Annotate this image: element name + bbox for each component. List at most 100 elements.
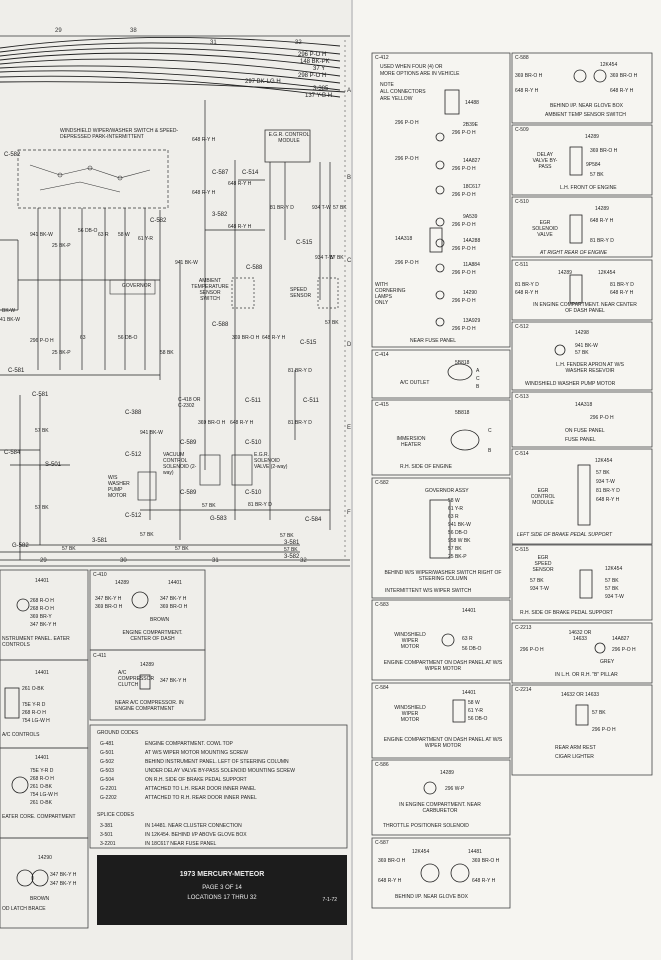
ground-label: G-583 (210, 516, 227, 522)
splice-code: 3-381 (100, 823, 113, 829)
color-label: BROWN (30, 896, 50, 902)
part-code: 14401 (462, 608, 476, 614)
wire-label: 296 P-O H (395, 120, 419, 126)
location-caption: REAR ARM REST (555, 745, 596, 751)
ground-description: BEHIND INSTRUMENT PANEL. LEFT OF STEERIN… (145, 759, 289, 765)
splice-codes-header: SPLICE CODES (97, 812, 134, 818)
bus-label: 37 Y (313, 66, 326, 72)
wire-label: 369 BR-O H (515, 73, 543, 79)
component-caption: THROTTLE POSITIONER SOLENOID (383, 823, 469, 829)
wire-label: BK-W (2, 308, 16, 314)
wire-label: 648 R-Y H (228, 224, 252, 230)
connector-label: C-581 (32, 392, 49, 398)
wire-label: 648 R-Y H (610, 290, 634, 296)
note-text: USED WHEN FOUR (4) OR (380, 64, 443, 70)
wire-label: 296 P-O H (452, 166, 476, 172)
note-text: WITH CORNERING LAMPS ONLY (375, 282, 406, 306)
wire-label: 14A318 (395, 236, 413, 242)
wire-label: 296 P-O H (520, 647, 544, 653)
title-main: 1973 MERCURY-METEOR (179, 871, 265, 878)
pin-label: C (476, 376, 480, 382)
component-label: IMMERSION HEATER (396, 436, 426, 448)
connector-label: C-584 (4, 450, 21, 456)
connector-label: C-509 (515, 127, 529, 133)
component-caption: INTERMITTENT W/S WIPER SWITCH (385, 588, 472, 594)
connector-label: C-583 (375, 602, 389, 608)
compressor-label: A/C COMPRESSOR CLUTCH (118, 670, 155, 688)
connector-label: C-511 (515, 262, 529, 268)
wire-label: 296 P-O H (452, 270, 476, 276)
egr-solenoid-label: E.G.R. SOLENOID VALVE (2-way) (254, 452, 288, 470)
grid-letter: B (347, 175, 352, 181)
assembly-label: GOVERNOR ASSY (425, 488, 469, 494)
wire-label: 648 R-Y H (192, 190, 216, 196)
part-code: 14A318 (575, 402, 593, 408)
location-caption: NEAR A/C COMPRESSOR. IN ENGINE COMPARTME… (115, 700, 184, 712)
component-caption: CIGAR LIGHTER (555, 754, 594, 760)
wire-label: 81 BR-Y D (610, 282, 634, 288)
connector-label: C-418 OR C-2302 (178, 397, 201, 409)
location-caption: IN L.H. OR R.H. "B" PILLAR (555, 672, 618, 678)
wire-label: 63 (80, 335, 86, 341)
wire-label: 648 R-Y H (262, 335, 286, 341)
wire-label: 57 BK (330, 255, 344, 261)
wire-label: 57 BK (280, 533, 294, 539)
grid-number: 29 (55, 28, 62, 34)
wire-label: 754 LG-W H (30, 792, 58, 798)
wire-label: 57 BK (140, 532, 154, 538)
wire-label: 63 R (448, 514, 459, 520)
ground-code: G-503 (100, 768, 114, 774)
pin-label: C (488, 428, 492, 434)
pin-label: A (476, 368, 480, 374)
part-code: 12K454 (600, 62, 618, 68)
wire-label: 63 R (98, 232, 109, 238)
note-text: ARE YELLOW (380, 96, 413, 102)
wire-label: 81 BR-Y D (596, 488, 620, 494)
splice-code: 3-2201 (100, 841, 116, 847)
connector-label: C-388 (125, 410, 142, 416)
part-code: 12K454 (412, 849, 430, 855)
ground-description: ON R.H. SIDE OF BRAKE PEDAL SUPPORT (145, 777, 247, 783)
ambient-sensor-label: AMBIENT TEMPERATURE SENSOR SWITCH (191, 278, 229, 302)
bus-label: 148 BK-PK (300, 59, 330, 65)
part-code: 14298 (575, 330, 589, 336)
wire-label: 268 R-O H (30, 598, 54, 604)
grid-letter: E (347, 425, 352, 431)
ground-codes-header: GROUND CODES (97, 730, 139, 736)
sensor-label: EGR SPEED SENSOR (532, 555, 554, 573)
connector-label: C-511 (303, 398, 319, 404)
connector-label: C-512 (125, 452, 142, 458)
connector-label: C-411 (93, 653, 107, 659)
wire-label: 369 BR-O H (160, 604, 188, 610)
ground-code: G-2201 (100, 786, 117, 792)
part-code: 14632 OR 14633 (560, 692, 600, 698)
wiper-switch-title: WINDSHIELD WIPER/WASHER SWITCH & SPEED-D… (60, 128, 179, 140)
part-code: 14290 (463, 290, 477, 296)
connector-label: C-2214 (515, 687, 532, 693)
location-caption: ENGINE COMPARTMENT. CENTER OF DASH (122, 630, 183, 642)
wire-label: 296 P-O H (452, 130, 476, 136)
wire-label: 369 BR-O H (610, 73, 638, 79)
component-caption: AMBIENT TEMP SENSOR SWITCH (545, 112, 626, 118)
wire-label: 347 BK-Y H (50, 872, 77, 878)
wire-label: 648 R-Y H (192, 137, 216, 143)
splice-description: IN 12K454. BEHIND I/P ABOVE GLOVE BOX (145, 832, 247, 838)
part-code: 14481 (468, 849, 482, 855)
location-caption: R.H. SIDE OF BRAKE PEDAL SUPPORT (520, 610, 613, 616)
wire-label: 941 BK-W (140, 430, 163, 436)
connector-label: C-513 (515, 394, 529, 400)
wire-label: 648 R-Y H (515, 88, 539, 94)
wire-label: 58 W (448, 498, 460, 504)
connector-label: C-582 (4, 152, 21, 158)
ground-description: UNDER DELAY VALVE BY-PASS SOLENOID MOUNT… (145, 768, 295, 774)
wire-label: 268 R-O H (30, 606, 54, 612)
wire-label: 296 P-O H (395, 260, 419, 266)
wire-label: 57 BK (530, 578, 544, 584)
ground-description: ENGINE COMPARTMENT. COWL TOP (145, 741, 233, 747)
part-code: 2B39E (463, 122, 479, 128)
part-code: 14289 (558, 270, 572, 276)
connector-label: C-588 (212, 322, 229, 328)
wire-label: 57 BK (35, 505, 49, 511)
part-code: 14289 (440, 770, 454, 776)
wire-label: 57 BK (592, 710, 606, 716)
